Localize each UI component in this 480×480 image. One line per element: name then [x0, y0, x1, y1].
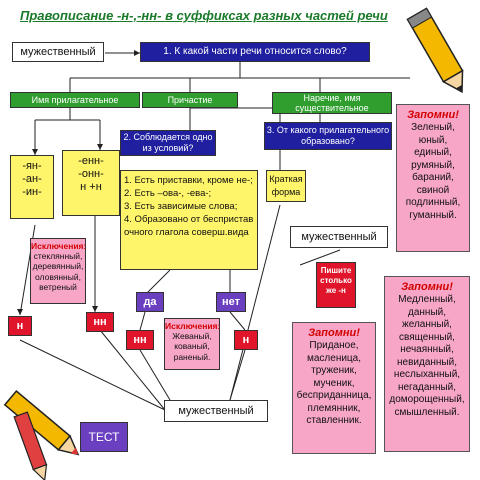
answer-yes[interactable]: да — [136, 292, 164, 312]
question-1: 1. К какой части речи относится слово? — [140, 42, 370, 62]
bottom-word: мужественный — [164, 400, 268, 422]
question-2: 2. Соблюдается одно из условий? — [120, 130, 216, 156]
result-n-adjective: н — [8, 316, 32, 336]
write-as-note: Пишите столько же -н — [316, 262, 356, 308]
remember-top: Запомни! Зеленый, юный, единый, румяный,… — [396, 104, 470, 252]
category-participle[interactable]: Причастие — [142, 92, 238, 108]
adverb-example: мужественный — [290, 226, 388, 248]
answer-no[interactable]: нет — [216, 292, 246, 312]
conditions-list: 1. Есть приставки, кроме не-; 2. Есть –о… — [120, 170, 258, 270]
adjective-suffixes-nn: -енн- -онн- н +н — [62, 150, 120, 216]
category-adjective[interactable]: Имя прилагательное — [10, 92, 140, 108]
short-form: Краткая форма — [266, 170, 306, 202]
exceptions-participle: Исключения: Жеваный, кованый, раненый. — [164, 318, 220, 370]
remember-right: Запомни! Медленный, данный, желанный, св… — [384, 276, 470, 452]
question-3: 3. От какого прилагательного образовано? — [264, 122, 392, 150]
exceptions-adjective: Исключения: стеклянный, деревянный, олов… — [30, 238, 86, 304]
remember-mid: Запомни! Приданое, масленица, труженик, … — [292, 322, 376, 454]
pencil-bottom-left-icon — [3, 389, 80, 480]
page-title: Правописание -н-,-нн- в суффиксах разных… — [20, 8, 388, 23]
result-nn-participle: нн — [126, 330, 154, 350]
result-n-participle: н — [234, 330, 258, 350]
adjective-suffixes-n: -ян- -ан- -ин- — [10, 155, 54, 219]
pencil-top-right-icon — [406, 7, 464, 94]
start-word: мужественный — [12, 42, 104, 62]
category-adverb[interactable]: Наречие, имя существительное — [272, 92, 392, 114]
result-nn-adjective: нн — [86, 312, 114, 332]
test-button[interactable]: ТЕСТ — [80, 422, 128, 452]
